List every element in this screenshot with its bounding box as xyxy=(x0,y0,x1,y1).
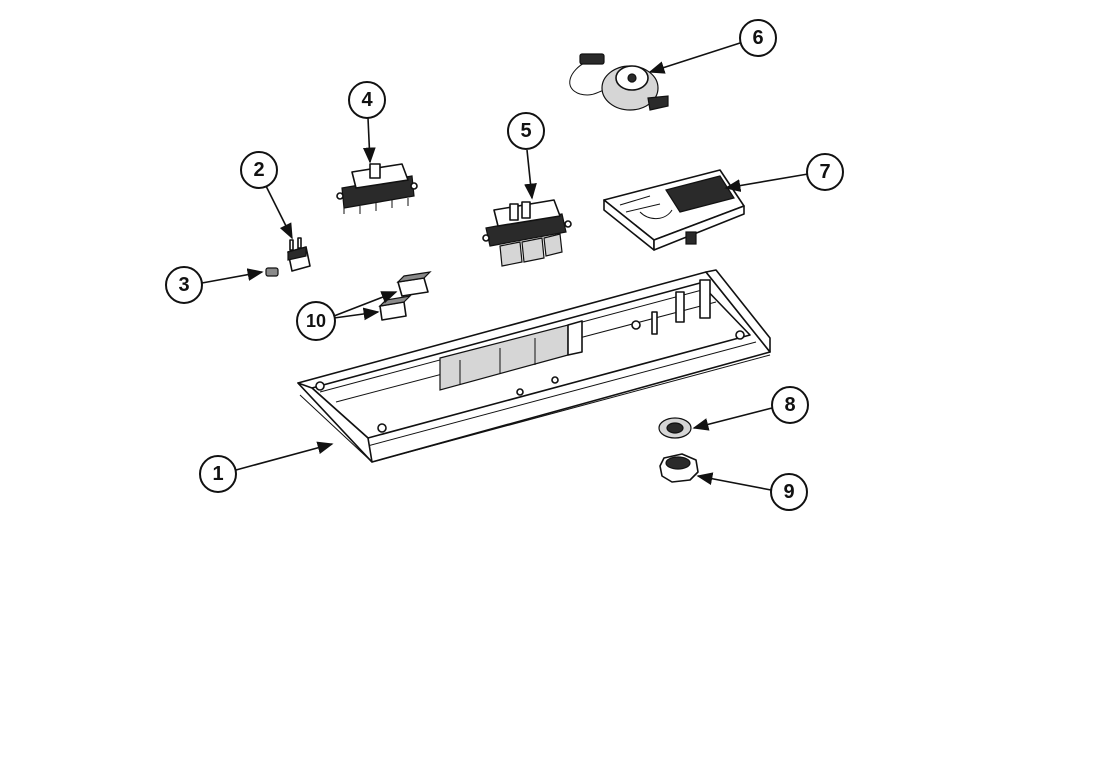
callout-6-label: 6 xyxy=(752,27,763,49)
callout-8: 8 xyxy=(771,386,809,424)
part-2-switch xyxy=(287,237,311,272)
leader-9 xyxy=(696,472,772,491)
leader-2 xyxy=(265,185,293,240)
part-3-clip xyxy=(265,267,279,277)
part-6-timer-motor xyxy=(569,53,669,111)
callout-2-label: 2 xyxy=(253,159,264,181)
part-4-switch-assembly xyxy=(336,163,418,214)
leader-10a xyxy=(333,291,398,317)
part-9-knob xyxy=(659,453,699,483)
leader-1 xyxy=(235,441,334,471)
callout-1-label: 1 xyxy=(212,463,223,485)
callout-3: 3 xyxy=(165,266,203,304)
leader-7 xyxy=(724,173,809,192)
callout-9: 9 xyxy=(770,473,808,511)
leader-3 xyxy=(201,268,264,284)
callout-4-label: 4 xyxy=(361,89,373,111)
leader-4 xyxy=(362,117,376,164)
leader-lines xyxy=(201,42,809,491)
part-1-control-panel xyxy=(297,269,771,463)
callout-9-label: 9 xyxy=(783,481,794,503)
callout-6: 6 xyxy=(739,19,777,57)
callout-10-label: 10 xyxy=(306,311,326,331)
leader-10b xyxy=(333,307,380,321)
leader-6 xyxy=(648,42,741,74)
callout-2: 2 xyxy=(240,151,278,189)
leader-8 xyxy=(692,407,773,431)
callout-7: 7 xyxy=(806,153,844,191)
callout-5-label: 5 xyxy=(520,120,531,142)
part-7-control-board xyxy=(603,169,745,251)
callout-1: 1 xyxy=(199,455,237,493)
callout-3-label: 3 xyxy=(178,274,189,296)
callout-7-label: 7 xyxy=(819,161,830,183)
leader-5 xyxy=(524,149,537,200)
callout-8-label: 8 xyxy=(784,394,795,416)
callout-4: 4 xyxy=(348,81,386,119)
part-5-switch-assembly xyxy=(482,199,572,267)
callout-5: 5 xyxy=(507,112,545,150)
callout-10: 10 xyxy=(296,301,336,341)
part-8-washer xyxy=(658,417,692,439)
